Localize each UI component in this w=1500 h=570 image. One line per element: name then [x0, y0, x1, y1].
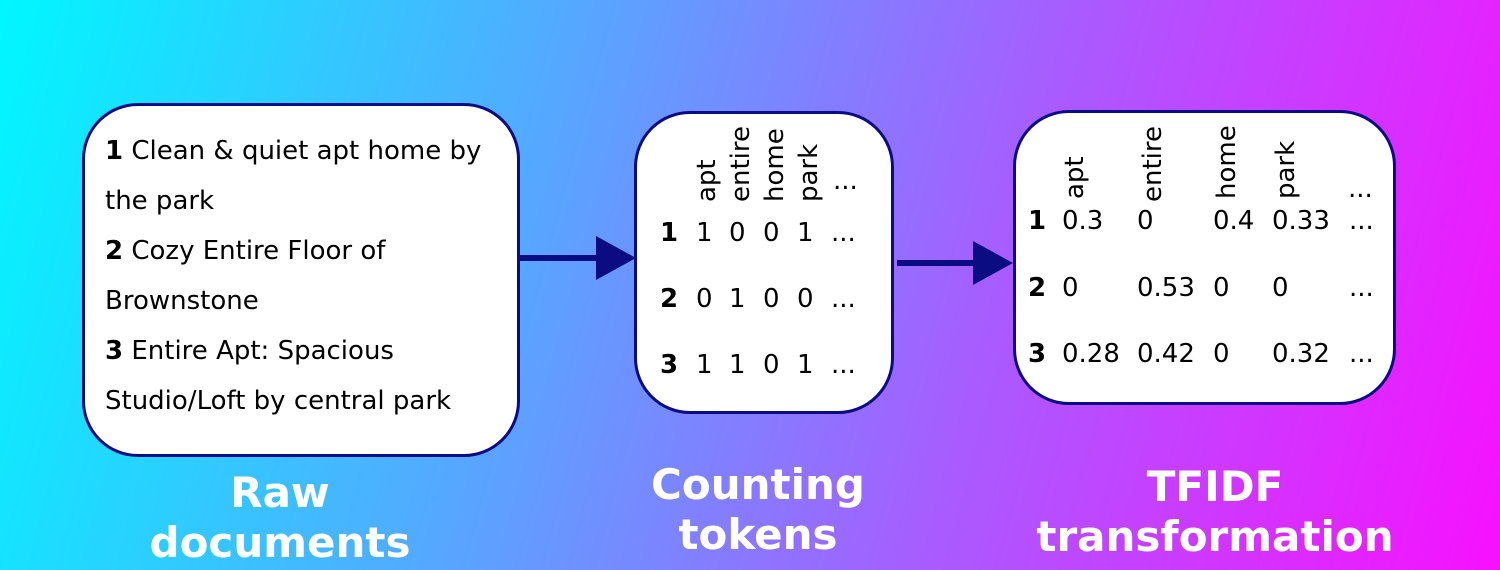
caption-tfidf-line-1: TFIDF — [1146, 462, 1284, 511]
doc-2-text: Cozy Entire Floor of — [131, 236, 386, 266]
count-cell: 1 — [696, 350, 713, 380]
caption-counting-line-1: Counting — [651, 460, 865, 509]
doc-1-line-2: the park — [105, 186, 215, 216]
tfidf-cell: 0.28 — [1062, 339, 1120, 369]
tfidf-cell: 0.3 — [1062, 206, 1104, 236]
doc-1-text: Clean & quiet apt home by — [131, 136, 482, 166]
tfidf-cell: 0.33 — [1272, 206, 1330, 236]
tfidf-cell: 0 — [1213, 273, 1230, 303]
tfidf-row-1-number: 1 — [1028, 206, 1047, 236]
count-cell: ... — [831, 350, 856, 380]
arrow-counting-to-tfidf — [897, 241, 1013, 285]
count-cell: 0 — [696, 284, 713, 314]
count-cell: ... — [831, 284, 856, 314]
doc-2-line-2: Brownstone — [105, 286, 259, 316]
count-cell: 0 — [763, 284, 780, 314]
tfidf-cell: ... — [1349, 339, 1374, 369]
count-header-home: home — [760, 128, 790, 202]
tfidf-cell: 0 — [1137, 206, 1154, 236]
tfidf-cell: 0.4 — [1213, 206, 1255, 236]
raw-documents-box: 1 Clean & quiet apt home by the park 2 C… — [82, 103, 520, 457]
tfidf-cell: 0.32 — [1272, 339, 1330, 369]
tfidf-cell: ... — [1349, 206, 1374, 236]
count-cell: 1 — [797, 350, 814, 380]
count-row-3-number: 3 — [660, 350, 679, 380]
tfidf-cell: 0.53 — [1137, 273, 1195, 303]
count-cell: 1 — [797, 218, 814, 248]
caption-raw-documents: Raw documents — [70, 468, 490, 568]
tfidf-cell: 0 — [1272, 273, 1289, 303]
tfidf-header-entire: entire — [1138, 125, 1168, 202]
caption-raw-line-2: documents — [149, 518, 411, 567]
count-header-entire: entire — [726, 125, 756, 202]
doc-3-line-1: 3 Entire Apt: Spacious — [105, 336, 394, 366]
tfidf-row-2-number: 2 — [1028, 273, 1047, 303]
tfidf-cell: 0.42 — [1137, 339, 1195, 369]
count-cell: 0 — [763, 350, 780, 380]
tfidf-header-home: home — [1212, 125, 1242, 199]
tfidf-row-3-number: 3 — [1028, 339, 1047, 369]
tfidf-cell: 0 — [1062, 273, 1079, 303]
caption-counting-line-2: tokens — [678, 510, 838, 559]
doc-2-line-1: 2 Cozy Entire Floor of — [105, 236, 385, 266]
count-row-1-number: 1 — [660, 218, 679, 248]
count-cell: ... — [831, 218, 856, 248]
caption-tfidf-line-2: transformation — [1036, 512, 1394, 561]
tfidf-header-apt: apt — [1060, 156, 1090, 199]
doc-3-number: 3 — [105, 336, 124, 366]
caption-counting-tokens: Counting tokens — [548, 460, 968, 560]
count-cell: 1 — [729, 284, 746, 314]
doc-1-number: 1 — [105, 136, 124, 166]
count-row-2-number: 2 — [660, 284, 679, 314]
tfidf-header-ellipsis: ... — [1348, 174, 1373, 204]
count-cell: 0 — [729, 218, 746, 248]
tfidf-transformation-box: apt entire home park ... 1 0.3 0 0.4 0.3… — [1013, 110, 1396, 405]
count-cell: 0 — [763, 218, 780, 248]
count-cell: 1 — [696, 218, 713, 248]
tfidf-header-park: park — [1271, 140, 1301, 199]
doc-1-line-1: 1 Clean & quiet apt home by — [105, 136, 481, 166]
count-header-apt: apt — [692, 159, 722, 202]
arrow-raw-to-counting — [520, 236, 636, 280]
tfidf-cell: 0 — [1213, 339, 1230, 369]
caption-tfidf-transformation: TFIDF transformation — [1005, 462, 1425, 562]
doc-3-text: Entire Apt: Spacious — [131, 336, 394, 366]
doc-2-number: 2 — [105, 236, 124, 266]
count-cell: 0 — [797, 284, 814, 314]
caption-raw-line-1: Raw — [230, 468, 330, 517]
tfidf-cell: ... — [1349, 273, 1374, 303]
counting-tokens-box: apt entire home park ... 1 1 0 0 1 ... 2… — [634, 111, 894, 414]
count-header-park: park — [794, 143, 824, 202]
doc-3-line-2: Studio/Loft by central park — [105, 386, 452, 416]
count-cell: 1 — [729, 350, 746, 380]
count-header-ellipsis: ... — [833, 166, 858, 196]
